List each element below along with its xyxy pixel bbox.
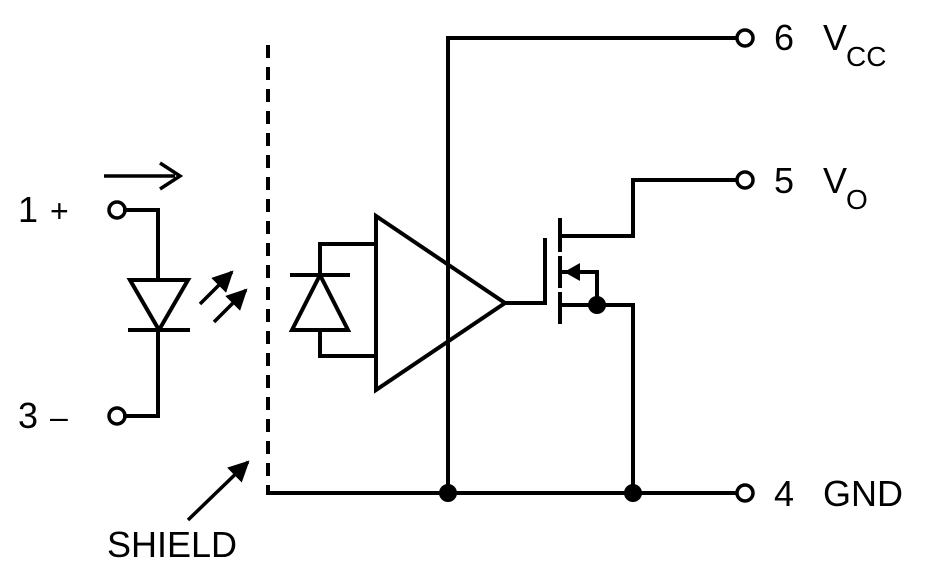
pin1-terminal (107, 200, 127, 220)
photodiode-symbol (288, 270, 352, 332)
pin6-terminal (735, 28, 755, 48)
pin4-name: GND (823, 473, 903, 514)
pin1-number: 1 (18, 189, 38, 230)
amplifier-triangle (374, 212, 509, 394)
pin5-name: V (823, 160, 847, 201)
pin5-terminal (735, 170, 755, 190)
input-led-section (104, 161, 248, 426)
pin3-terminal (107, 406, 127, 426)
pin5-number: 5 (774, 160, 794, 201)
gnd-junction-1 (439, 484, 457, 502)
substrate-arrow (564, 263, 580, 281)
drain-wire (558, 178, 739, 238)
detector-section (288, 212, 547, 394)
pin1-polarity: + (50, 193, 69, 229)
pin5-subscript: O (846, 184, 868, 215)
shield-pointer-arrow (186, 460, 250, 522)
shield-label: SHIELD (107, 524, 237, 565)
pin4-terminal (735, 483, 755, 503)
led-diode-symbol (126, 278, 192, 334)
current-arrow (104, 161, 184, 191)
pin3-polarity: – (50, 399, 68, 435)
light-arrow-1 (198, 270, 234, 306)
pin6-name: V (823, 17, 847, 58)
pin6-subscript: CC (846, 41, 886, 72)
light-arrow-2 (212, 288, 248, 324)
vcc-rail (446, 36, 739, 495)
pin6-number: 6 (774, 17, 794, 58)
pin4-number: 4 (774, 473, 794, 514)
output-transistor (543, 178, 739, 495)
source-wire (558, 303, 635, 495)
source-junction (588, 296, 606, 314)
pin3-number: 3 (18, 395, 38, 436)
